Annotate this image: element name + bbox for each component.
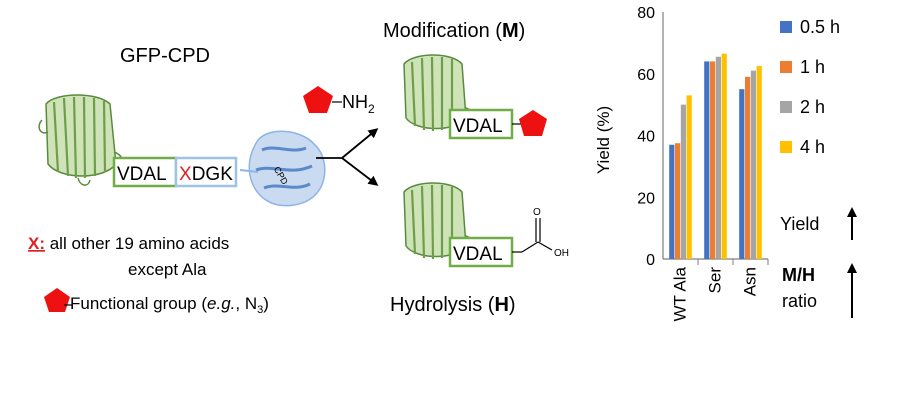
gfp-protein-substrate [38,94,123,186]
hydrolysis-title: Hydrolysis (H) [390,294,516,316]
functional-group-pentagon-icon [44,288,70,312]
legend-label: 0.5 h [800,17,840,37]
legend-swatch [780,21,792,33]
x-tick-label: WT Ala [671,266,690,321]
bar-asn-0p5h [739,89,745,259]
carboxylic-acid-structure [512,218,553,253]
vdal-box-modified [448,108,514,140]
bar-asn-1h [745,76,751,260]
bar-ser-1h [710,61,716,260]
carbonyl-o: O [533,207,541,218]
xdgk-box [174,156,238,188]
modification-title: Modification (M) [383,20,525,42]
eg-label: e.g. [207,294,235,313]
amine-pentagon-icon [303,86,333,113]
gfp-cpd-label: GFP-CPD [120,45,210,67]
legend-swatch [780,61,792,73]
dgk-label: DGK [192,164,234,185]
bar-wt-ala-1h [675,143,681,259]
legend-swatch [780,141,792,153]
x-note-line2: except Ala [128,260,207,279]
x-note-key: X: [28,234,45,253]
y-tick-label: 0 [646,252,655,269]
x-residue-label: X [179,164,192,185]
legend-label: 1 h [800,57,825,77]
mh-trend-label: M/H [782,265,815,285]
chart-bars [669,53,762,260]
bar-ser-0p5h [704,61,710,260]
x-note-text: all other 19 amino acids [45,234,229,253]
bar-wt-ala-0p5h [669,144,675,259]
ratio-trend-label: ratio [782,291,817,311]
vdal-label-substrate: VDAL [117,164,167,185]
y-tick-label: 40 [637,129,655,146]
y-tick-label: 20 [637,190,655,207]
bar-ser-4h [721,53,727,260]
trend-indicators: Yield M/H ratio [780,207,857,318]
modified-pentagon-icon [519,110,547,136]
y-axis-label: Yield (%) [594,106,613,174]
bar-wt-ala-2h [680,104,686,259]
x-tick-label: Asn [741,267,760,296]
bar-wt-ala-4h [686,95,692,259]
y-tick-label: 60 [637,67,655,84]
amine-label: NH2 [342,92,375,116]
functional-group-note: Functional group (e.g., N3) [70,294,269,316]
legend-label: 4 h [800,137,825,157]
x-note-line1: X: all other 19 amino acids [28,234,229,253]
vdal-label-modified: VDAL [453,116,503,137]
yield-trend-label: Yield [780,214,819,234]
legend-swatch [780,101,792,113]
vdal-label-hydrolyzed: VDAL [453,244,503,265]
xdgk-label: XDGK [179,164,233,185]
bar-asn-4h [756,66,762,259]
legend-label: 2 h [800,97,825,117]
bar-ser-2h [715,56,721,259]
x-tick-label: Ser [706,267,725,294]
reaction-arrows [316,128,379,186]
n3-subscript: 3 [257,304,263,316]
chart-axes [662,12,769,265]
vdal-box-hydrolyzed [448,236,514,268]
y-tick-labels: 0 20 40 60 80 [637,5,655,269]
y-tick-label: 80 [637,5,655,22]
yield-bar-chart: Yield (%) 0 20 40 60 80 WT Ala Ser Asn [594,5,769,321]
bar-asn-2h [750,70,756,259]
hydroxyl-oh: OH [554,248,569,259]
cpd-protein: CPD [239,130,326,207]
x-tick-labels: WT Ala Ser Asn [671,266,760,321]
chart-legend: 0.5 h 1 h 2 h 4 h [780,17,840,157]
